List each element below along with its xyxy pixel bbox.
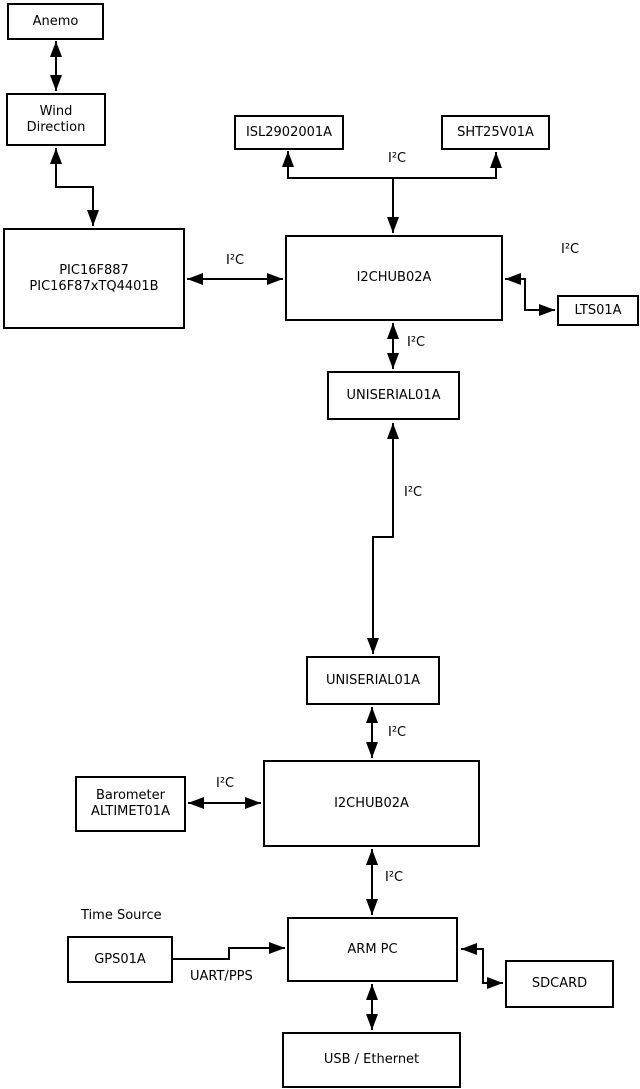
wire-armpc-sdcard — [461, 943, 503, 989]
block-label: I2CHUB02A — [334, 795, 409, 811]
block-i2c-hub-top: I2CHUB02A — [285, 235, 503, 321]
block-label: LTS01A — [574, 302, 622, 318]
time-source-label: Time Source — [81, 908, 162, 923]
block-label: ISL2902001A — [245, 124, 333, 140]
block-label: PIC16F887 — [59, 262, 129, 278]
block-label: UNISERIAL01A — [346, 387, 441, 403]
block-usb-ethernet: USB / Ethernet — [282, 1032, 461, 1088]
i2c-label-uniserial-link: I²C — [404, 485, 423, 500]
block-label: UNISERIAL01A — [326, 672, 420, 688]
block-label: Anemo — [32, 13, 79, 29]
block-lts-sensor: LTS01A — [557, 295, 639, 326]
wire-hub1-lts — [505, 273, 555, 316]
wire-uniserial1-uniserial2 — [367, 423, 399, 654]
uart-pps-label: UART/PPS — [190, 969, 253, 984]
i2c-label-top-branch: I²C — [388, 151, 407, 166]
block-label: GPS01A — [94, 951, 146, 967]
block-label: SHT25V01A — [457, 124, 534, 140]
i2c-label-hub2-armpc: I²C — [385, 870, 404, 885]
i2c-label-pic-hub1: I²C — [226, 253, 245, 268]
i2c-label-hub1-lts: I²C — [561, 242, 580, 257]
block-uniserial-top: UNISERIAL01A — [327, 371, 460, 420]
block-gps: GPS01A — [67, 936, 173, 983]
block-label: Direction — [26, 119, 86, 135]
block-i2c-hub-bottom: I2CHUB02A — [263, 760, 480, 847]
i2c-label-hub1-uniserial1: I²C — [407, 335, 426, 350]
block-isl-sensor: ISL2902001A — [234, 115, 344, 150]
block-pic-controller: PIC16F887 PIC16F87xTQ4401B — [3, 228, 185, 329]
block-wind-direction: Wind Direction — [6, 93, 106, 146]
block-anemo: Anemo — [7, 3, 104, 40]
i2c-label-uniserial2-hub2: I²C — [388, 725, 407, 740]
wire-gps-armpc — [173, 942, 285, 960]
block-sdcard: SDCARD — [505, 960, 614, 1008]
block-label: I2CHUB02A — [356, 270, 432, 285]
block-label: SDCARD — [531, 976, 588, 991]
wire-wind-pic — [50, 148, 99, 226]
block-label: USB / Ethernet — [323, 1052, 420, 1067]
i2c-label-barometer-hub2: I²C — [216, 776, 235, 791]
block-label: ARM PC — [347, 941, 398, 957]
block-barometer: Barometer ALTIMET01A — [75, 776, 186, 832]
block-label: Barometer — [96, 788, 165, 803]
block-arm-pc: ARM PC — [287, 917, 458, 982]
block-label: ALTIMET01A — [91, 804, 170, 819]
block-sht-sensor: SHT25V01A — [441, 115, 550, 150]
block-label: Wind — [39, 103, 73, 119]
block-uniserial-bottom: UNISERIAL01A — [306, 656, 440, 705]
block-label: PIC16F87xTQ4401B — [29, 278, 159, 294]
